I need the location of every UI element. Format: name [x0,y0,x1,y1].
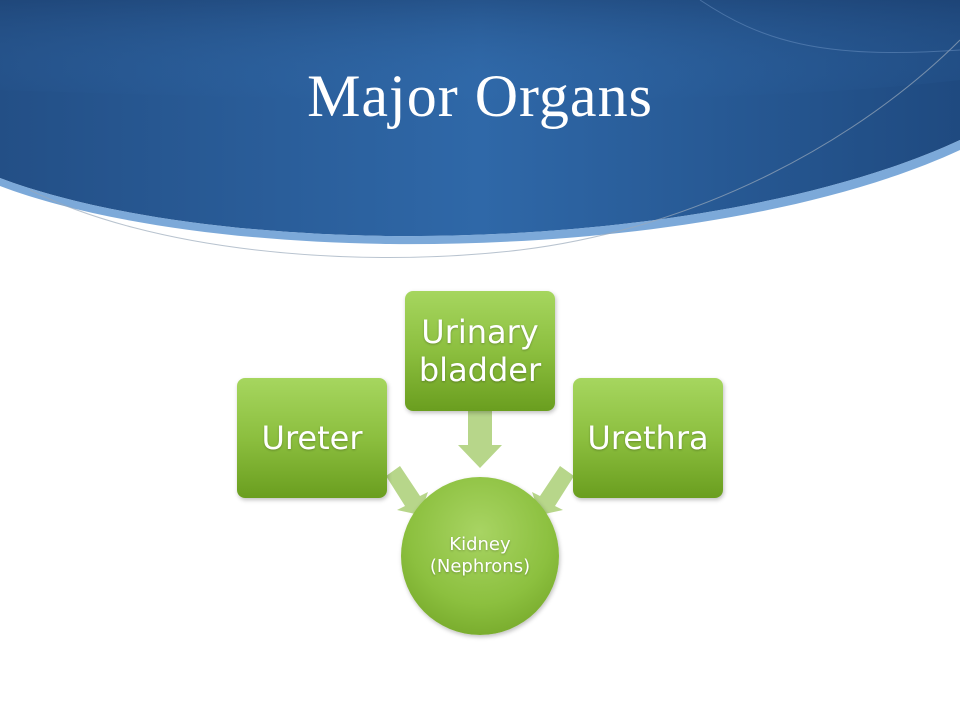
node-urinary-bladder: Urinary bladder [405,291,555,411]
header-shade [0,0,960,100]
node-urethra: Urethra [573,378,723,498]
node-urethra-label: Urethra [587,419,709,457]
arrow-bladder-to-kidney [458,411,502,468]
node-kidney-center: Kidney (Nephrons) [401,477,559,635]
node-urinary-bladder-label: Urinary bladder [418,313,542,389]
header-light-stripe [0,140,960,245]
arrow-ureter-to-kidney [386,466,428,515]
header-swoosh-line [29,39,960,258]
arrow-urethra-to-kidney [532,466,574,515]
header-arc-line [699,0,960,54]
node-ureter-label: Ureter [261,419,363,457]
node-kidney-label: Kidney (Nephrons) [429,534,531,577]
slide-title: Major Organs [307,63,653,129]
header-banner [0,0,960,258]
node-ureter: Ureter [237,378,387,498]
